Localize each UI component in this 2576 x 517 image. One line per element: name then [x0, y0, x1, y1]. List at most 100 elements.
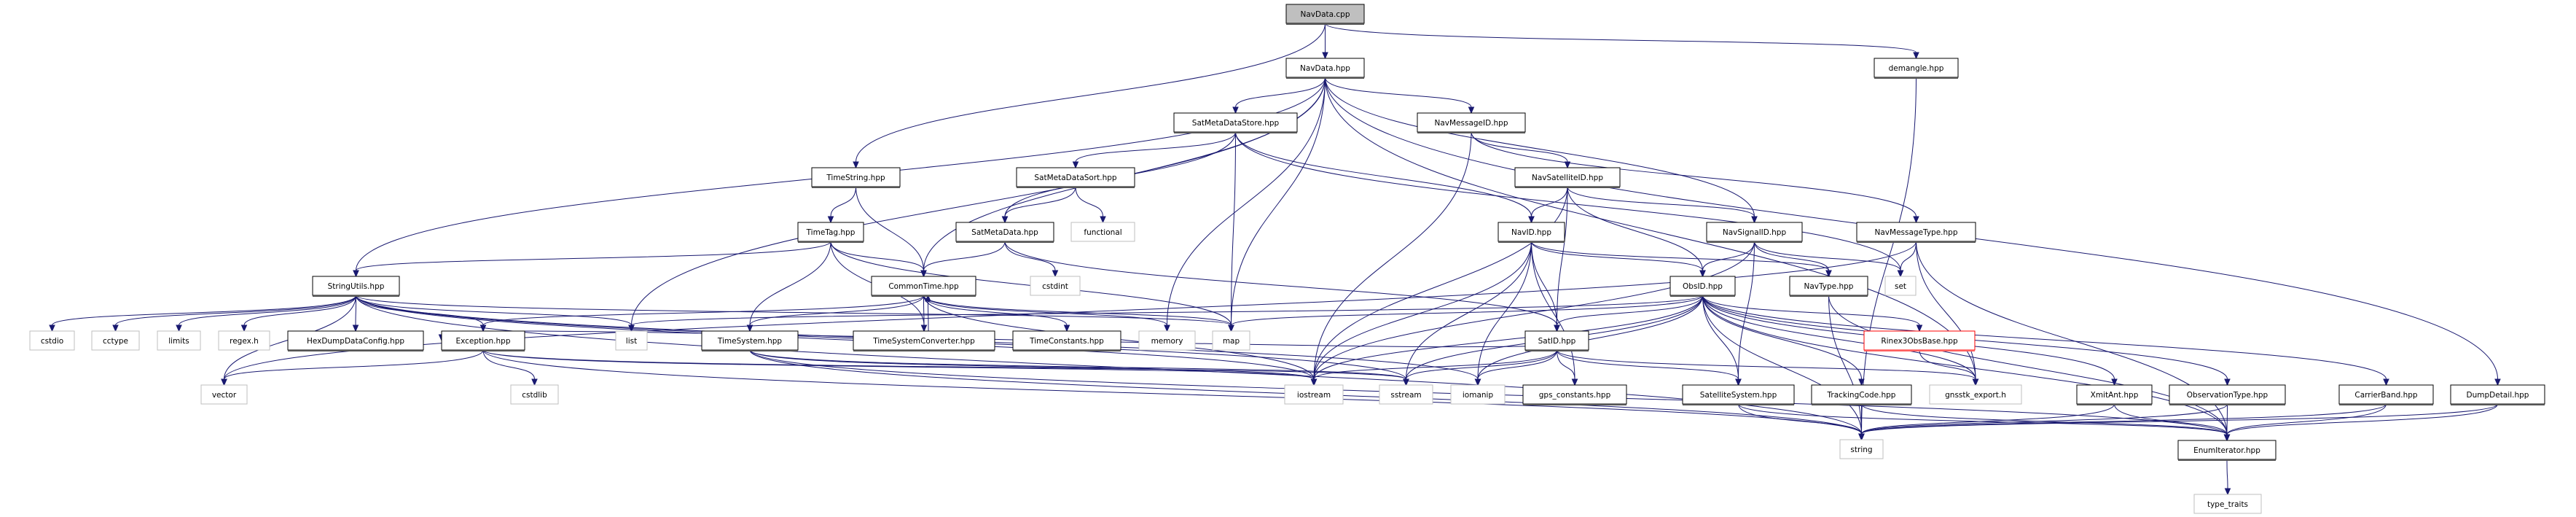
edge-navmessagetype-to-set [1900, 241, 1917, 271]
node-label: list [626, 337, 637, 346]
edge-stringutils-to-limits [179, 295, 356, 326]
edge-obsid-to-satellitesystem [1702, 295, 1739, 380]
node-box [1522, 384, 1627, 405]
node-label: limits [168, 337, 189, 346]
node-label: vector [212, 391, 237, 400]
node-satmetadatastore[interactable]: SatMetaDataStore.hpp [1173, 112, 1298, 133]
node-label: gnsstk_export.h [1945, 391, 2006, 400]
node-dumpdetail[interactable]: DumpDetail.hpp [2450, 384, 2545, 405]
node-label: TimeSystem.hpp [717, 337, 783, 346]
node-navsignalid[interactable]: NavSignalID.hpp [1706, 222, 1803, 243]
node-timestring[interactable]: TimeString.hpp [811, 167, 901, 188]
edge-navmessageid-to-navmessagetype [1471, 131, 1917, 217]
node-label: cstdint [1042, 282, 1068, 291]
node-label: XmitAnt.hpp [2091, 391, 2139, 400]
node-box [29, 330, 75, 351]
edge-stringutils-to-string [356, 295, 1862, 435]
arrowhead-icon [49, 324, 55, 333]
node-label: type_traits [2207, 500, 2248, 509]
node-timesystemconverter[interactable]: TimeSystemConverter.hpp [853, 330, 995, 351]
node-label: TimeTag.hpp [806, 228, 856, 237]
node-navid[interactable]: NavID.hpp [1498, 222, 1565, 243]
node-carrierband[interactable]: CarrierBand.hpp [2338, 384, 2434, 405]
edge-timesystem-to-iostream [749, 349, 1315, 380]
node-label: StringUtils.hpp [328, 282, 385, 291]
node-label: EnumIterator.hpp [2193, 446, 2260, 455]
node-box [441, 330, 525, 351]
node-obsid[interactable]: ObsID.hpp [1669, 276, 1736, 297]
node-vector: vector [200, 384, 248, 405]
node-typetraits: type_traits [2193, 494, 2262, 514]
node-satmetadatasort[interactable]: SatMetaDataSort.hpp [1016, 167, 1135, 188]
edge-obsid-to-satid [1557, 295, 1703, 326]
arrowhead-icon [1232, 106, 1239, 114]
arrowhead-icon [1228, 324, 1234, 333]
node-box [1450, 384, 1506, 405]
edge-timesystem-to-sstream [749, 349, 1406, 380]
edge-stringutils-to-regex [243, 295, 356, 326]
node-stringutils[interactable]: StringUtils.hpp [312, 276, 400, 297]
node-label: NavSignalID.hpp [1723, 228, 1787, 237]
node-label: NavData.hpp [1300, 64, 1350, 73]
node-cstdlib: cstdlib [510, 384, 559, 405]
node-navdata_hpp[interactable]: NavData.hpp [1285, 58, 1365, 79]
node-satmetadata[interactable]: SatMetaData.hpp [955, 222, 1054, 243]
node-box [1030, 276, 1081, 296]
node-satellitesystem[interactable]: SatelliteSystem.hpp [1682, 384, 1795, 405]
node-timetag[interactable]: TimeTag.hpp [797, 222, 864, 243]
edge-exception-to-iostream [482, 349, 1315, 380]
arrowhead-icon [920, 324, 928, 333]
arrowhead-icon [1571, 378, 1578, 386]
node-observationtype[interactable]: ObservationType.hpp [2169, 384, 2286, 405]
edge-obsid-to-gnsstkexport [1702, 295, 1976, 380]
node-navmessageid[interactable]: NavMessageID.hpp [1417, 112, 1526, 133]
edge-obsid-to-enumiterator [1702, 295, 2228, 435]
node-navsatelliteid[interactable]: NavSatelliteID.hpp [1514, 167, 1621, 188]
arrowhead-icon [1554, 324, 1560, 333]
node-demangle[interactable]: demangle.hpp [1874, 58, 1959, 79]
edge-satid-to-gnsstkexport [1557, 349, 1976, 380]
node-timesystem[interactable]: TimeSystem.hpp [701, 330, 799, 351]
node-rinex3obsbase[interactable]: Rinex3ObsBase.hpp [1863, 330, 1976, 351]
node-commontime[interactable]: CommonTime.hpp [871, 276, 976, 297]
edge-navid-to-sstream [1406, 241, 1532, 380]
edge-commontime-to-timesystemconverter [923, 295, 925, 326]
node-box [1669, 276, 1736, 296]
node-map: map [1212, 330, 1250, 351]
node-memory: memory [1138, 330, 1196, 351]
node-trackingcode[interactable]: TrackingCode.hpp [1811, 384, 1912, 405]
node-xmitant[interactable]: XmitAnt.hpp [2076, 384, 2153, 405]
node-cctype: cctype [91, 330, 140, 351]
edge-navdata_hpp-to-navmessageid [1325, 77, 1472, 108]
node-label: TimeConstants.hpp [1029, 337, 1104, 346]
node-label: NavID.hpp [1511, 228, 1551, 237]
node-navmessagetype[interactable]: NavMessageType.hpp [1856, 222, 1976, 243]
edge-timetag-to-stringutils [356, 241, 831, 271]
node-sstream: sstream [1379, 384, 1433, 405]
node-box [1173, 112, 1298, 133]
edge-commontime-to-timesystem [749, 295, 924, 326]
node-label: NavMessageType.hpp [1875, 228, 1958, 237]
node-satid[interactable]: SatID.hpp [1524, 330, 1589, 351]
node-label: SatMetaDataSort.hpp [1034, 174, 1117, 182]
edge-navsignalid-to-satellitesystem [1738, 241, 1755, 380]
node-navtype[interactable]: NavType.hpp [1789, 276, 1868, 297]
arrowhead-icon [1072, 161, 1079, 169]
node-label: NavData.cpp [1300, 10, 1350, 19]
node-timeconstants[interactable]: TimeConstants.hpp [1012, 330, 1121, 351]
arrowhead-icon [628, 324, 635, 333]
node-label: cstdlib [522, 391, 547, 400]
node-enumiterator[interactable]: EnumIterator.hpp [2177, 440, 2276, 461]
node-exception[interactable]: Exception.hpp [441, 330, 525, 351]
edge-obsid-to-trackingcode [1702, 295, 1862, 380]
node-gnsstkexport: gnsstk_export.h [1929, 384, 2022, 405]
node-label: TimeString.hpp [826, 174, 885, 182]
edge-carrierband-to-string [1861, 403, 2387, 435]
node-hexdump[interactable]: HexDumpDataConfig.hpp [287, 330, 424, 351]
edge-navid-to-navtype [1531, 241, 1829, 271]
edge-enumiterator-to-typetraits [2226, 459, 2228, 489]
node-gpsconstants[interactable]: gps_constants.hpp [1522, 384, 1627, 405]
arrowhead-icon [240, 324, 248, 333]
node-box [1379, 384, 1433, 405]
